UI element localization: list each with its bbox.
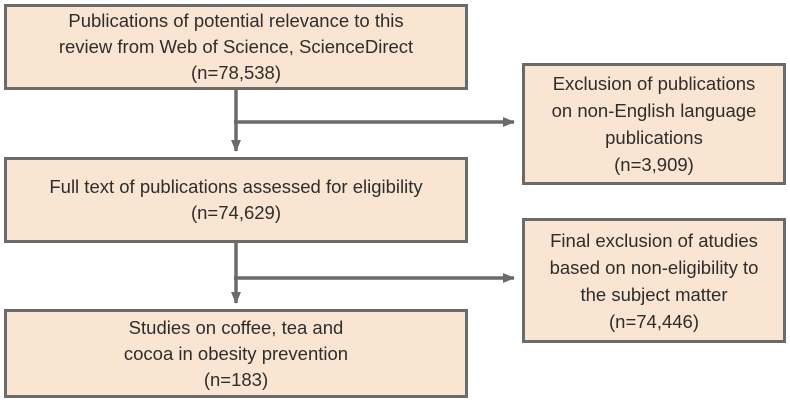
box-identified-publications: Publications of potential relevance to t… [4, 4, 468, 90]
box-identified-publications-text: Publications of potential relevance to t… [58, 10, 414, 83]
box-excluded-non-english-text: Exclusion of publications on non-English… [551, 73, 757, 175]
box-fulltext-assessed: Full text of publications assessed for e… [4, 157, 468, 243]
box-included-studies: Studies on coffee, tea and cocoa in obes… [4, 309, 468, 398]
box-excluded-non-english: Exclusion of publications on non-English… [522, 63, 786, 185]
box-included-studies-text: Studies on coffee, tea and cocoa in obes… [123, 316, 349, 390]
box-final-exclusion: Final exclusion of atudies based on non-… [522, 218, 786, 343]
box-fulltext-assessed-text: Full text of publications assessed for e… [49, 176, 423, 223]
box-final-exclusion-text: Final exclusion of atudies based on non-… [549, 229, 759, 332]
